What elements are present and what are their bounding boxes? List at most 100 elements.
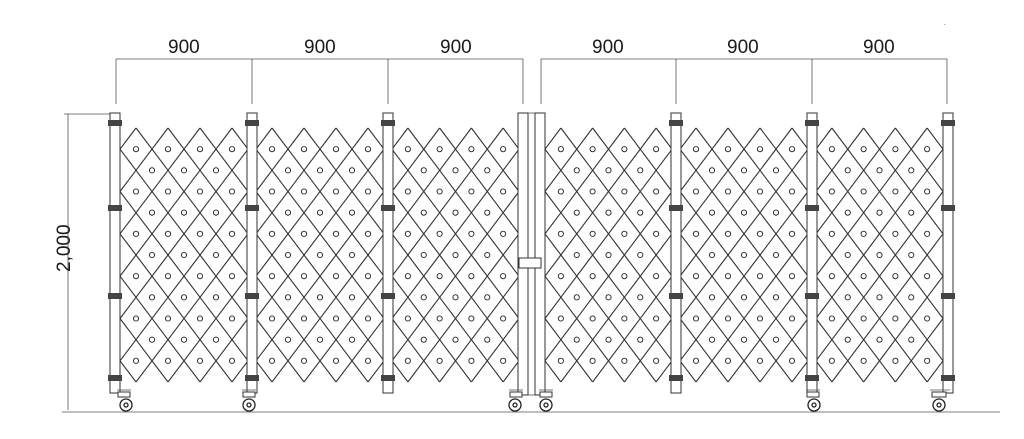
pivot-bolt xyxy=(212,294,220,301)
post-clamp xyxy=(245,120,259,126)
pivot-bolt xyxy=(300,230,308,237)
width-dimension-right xyxy=(540,58,948,104)
lattice-bar xyxy=(199,297,233,340)
pivot-bolt xyxy=(637,209,644,216)
lattice-bar xyxy=(439,127,472,171)
pivot-bolt xyxy=(212,336,220,343)
lattice-bar xyxy=(119,148,137,171)
pivot-bolt xyxy=(404,146,411,153)
lattice-bar xyxy=(255,297,273,319)
lattice-bar xyxy=(815,275,833,298)
pivot-bolt xyxy=(468,146,475,153)
lattice-bar xyxy=(231,170,249,192)
post-clamp xyxy=(108,120,122,126)
lattice-bar xyxy=(439,254,472,298)
lattice-bar xyxy=(791,339,809,362)
lattice-bar xyxy=(894,127,928,171)
pivot-bolt xyxy=(500,315,507,322)
lattice-bar xyxy=(863,339,896,383)
lattice-bar xyxy=(560,127,594,171)
lattice-bar xyxy=(544,360,562,383)
wheel xyxy=(806,389,821,412)
lattice-bar xyxy=(367,360,385,383)
lattice-bar xyxy=(391,170,409,192)
pivot-bolt xyxy=(828,273,835,280)
pivot-bolt xyxy=(708,251,716,259)
lattice-bar xyxy=(470,297,504,340)
lattice-bar xyxy=(502,233,520,256)
pivot-bolt xyxy=(316,167,324,174)
pivot-bolt xyxy=(300,315,308,322)
pivot-bolt xyxy=(164,357,172,364)
pivot-bolt xyxy=(268,230,276,237)
lattice-bar xyxy=(926,254,944,277)
pivot-bolt xyxy=(605,251,612,259)
wheel xyxy=(539,389,553,412)
lattice-bar xyxy=(791,127,809,150)
lattice-bar xyxy=(759,170,793,213)
lattice-bar xyxy=(695,297,729,340)
lattice-bar xyxy=(502,254,520,277)
post-clamp xyxy=(245,205,259,211)
lattice-panel-6 xyxy=(815,127,944,383)
pivot-bolt xyxy=(164,188,172,195)
pivot-bolt xyxy=(228,146,236,153)
lattice-bar xyxy=(791,275,809,298)
lattice-bar xyxy=(135,212,169,256)
pivot-bolt xyxy=(557,273,564,280)
pivot-bolt xyxy=(788,146,796,153)
post-clamp xyxy=(108,205,122,211)
pivot-bolt xyxy=(500,230,507,237)
lattice-bar xyxy=(502,212,520,235)
lattice-bar xyxy=(502,318,520,340)
lattice-bar xyxy=(592,212,625,256)
lattice-bar xyxy=(255,339,273,362)
lattice-bar xyxy=(926,170,944,192)
lattice-bar xyxy=(470,170,504,213)
width-label-3: 900 xyxy=(440,37,472,58)
lattice-bar xyxy=(831,254,865,298)
pivot-bolt xyxy=(364,146,372,153)
pivot-bolt xyxy=(484,336,491,343)
post-clamp xyxy=(381,205,395,211)
lattice-bar xyxy=(391,275,409,298)
pivot-bolt xyxy=(924,357,931,364)
lattice-bar xyxy=(560,339,594,383)
pivot-bolt xyxy=(332,188,340,195)
pivot-bolt xyxy=(788,188,796,195)
lattice-bar xyxy=(367,318,385,340)
lattice-bar xyxy=(199,170,233,213)
pivot-bolt xyxy=(364,357,372,364)
pivot-bolt xyxy=(132,273,140,280)
pivot-bolt xyxy=(268,315,276,322)
lattice-bar xyxy=(255,318,273,340)
lattice-bar xyxy=(135,127,169,171)
pivot-bolt xyxy=(844,251,851,259)
lattice-bar xyxy=(679,127,697,150)
pivot-bolt xyxy=(589,273,596,280)
lattice-bar xyxy=(367,170,385,192)
gate-posts xyxy=(109,112,954,396)
post-4 xyxy=(670,112,682,394)
lattice-bar xyxy=(335,212,369,256)
lattice-bar xyxy=(231,254,249,277)
lattice-bar xyxy=(391,233,409,256)
pivot-bolt xyxy=(212,209,220,216)
pivot-bolt xyxy=(892,230,899,237)
lattice-bar xyxy=(231,297,249,319)
pivot-bolt xyxy=(653,230,660,237)
pivot-bolt xyxy=(637,251,644,259)
lattice-bar xyxy=(727,212,761,256)
pivot-bolt xyxy=(268,273,276,280)
pivot-bolt xyxy=(348,294,356,301)
caster-wheels xyxy=(117,389,950,412)
pivot-bolt xyxy=(180,336,188,343)
lattice-bar xyxy=(926,212,944,235)
lattice-bar xyxy=(815,297,833,319)
lattice-bar xyxy=(926,275,944,298)
pivot-bolt xyxy=(436,146,443,153)
lattice-bar xyxy=(231,275,249,298)
pivot-bolt xyxy=(828,188,835,195)
lattice-bar xyxy=(655,297,673,319)
lattice-bar xyxy=(759,254,793,298)
